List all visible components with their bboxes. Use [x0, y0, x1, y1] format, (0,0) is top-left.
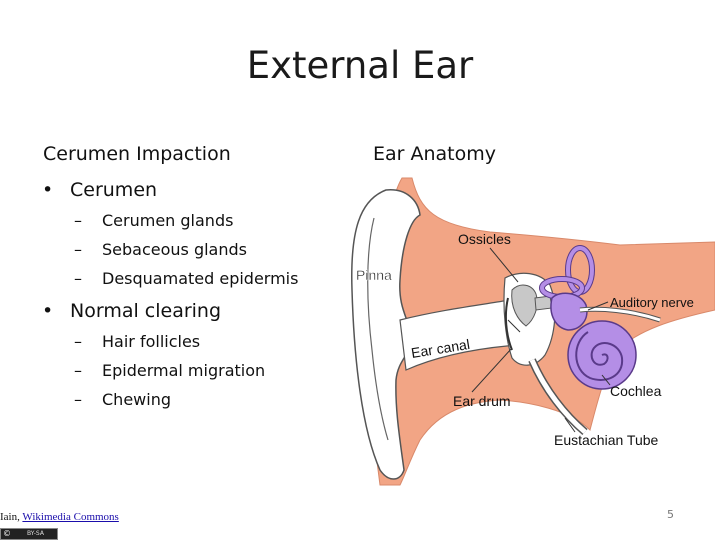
- right-column-heading: Ear Anatomy: [373, 143, 497, 165]
- cochlea-spiral: [575, 331, 624, 381]
- slide-title: External Ear: [246, 44, 474, 87]
- leader-line: [601, 374, 611, 386]
- dash-icon: –: [74, 361, 82, 380]
- ossicles-shape: [511, 284, 538, 327]
- label-ear-drum: Ear drum: [453, 393, 511, 409]
- wikimedia-commons-link[interactable]: Wikimedia Commons: [22, 511, 119, 523]
- bullet-dot-icon: •: [42, 300, 54, 322]
- bullet-dot-icon: •: [42, 179, 54, 201]
- label-cochlea: Cochlea: [610, 383, 662, 399]
- leader-line: [507, 319, 521, 333]
- label-auditory-nerve: Auditory nerve: [610, 295, 694, 310]
- leader-line: [564, 417, 576, 433]
- ear-anatomy-diagram: Pinna Ossicles Auditory nerve Ear canal …: [351, 177, 715, 486]
- cc-icon: ©: [3, 529, 11, 538]
- ear-drum-shape: [504, 297, 513, 351]
- leader-line: [587, 301, 609, 311]
- auditory-nerve-shape: [579, 307, 661, 322]
- vestibule-shape: [550, 292, 588, 331]
- label-ossicles: Ossicles: [458, 231, 511, 247]
- page-number: 5: [667, 508, 674, 521]
- leader-line: [489, 247, 519, 283]
- dash-icon: –: [74, 390, 82, 409]
- image-credit: Iain, Wikimedia Commons: [0, 511, 119, 523]
- pinna-fold: [367, 217, 389, 441]
- eustachian-tube-shape: [529, 359, 587, 434]
- cc-license-badge[interactable]: © BY-SA: [0, 528, 58, 540]
- dash-icon: –: [74, 211, 82, 230]
- dash-icon: –: [74, 269, 82, 288]
- license-text: BY-SA: [27, 530, 44, 537]
- dash-icon: –: [74, 332, 82, 351]
- label-pinna: Pinna: [356, 267, 392, 283]
- label-eustachian-tube: Eustachian Tube: [554, 432, 659, 448]
- pinna-cartilage: [351, 189, 421, 480]
- leader-line: [471, 347, 513, 393]
- dash-icon: –: [74, 240, 82, 259]
- left-column-heading: Cerumen Impaction: [43, 143, 231, 165]
- credit-author: Iain,: [0, 511, 20, 523]
